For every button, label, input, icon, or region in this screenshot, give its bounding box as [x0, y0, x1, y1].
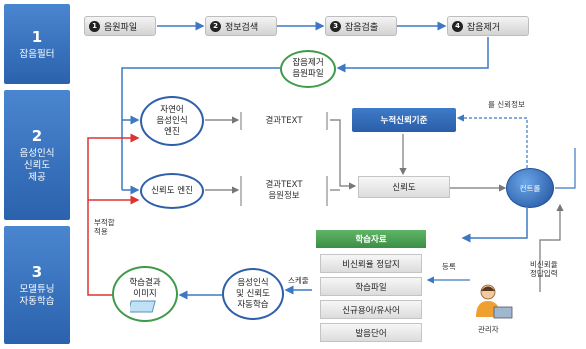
step-2-label: 정보검색	[225, 22, 259, 33]
step-2-number: 2	[210, 20, 221, 32]
confidence-info-label: 를 신뢰정보	[488, 100, 525, 109]
step-3: 3 잡음검출	[325, 16, 397, 36]
step-1: 1 음원파일	[84, 16, 156, 36]
learning-item-training-file: 학습파일	[320, 277, 422, 296]
step-4-number: 4	[452, 20, 463, 32]
stage-3-block: 3 모델튜닝 자동학습	[4, 226, 70, 344]
stage-1-block: 1 잡음필터	[4, 4, 70, 84]
stage-1-label: 잡음필터	[19, 48, 55, 60]
stage-2-block: 2 음성인식 신뢰도 제공	[4, 90, 70, 220]
stage-2-label: 음성인식 신뢰도 제공	[19, 147, 55, 183]
step-4: 4 잡음제거	[447, 16, 529, 36]
learning-item-new-terms: 신규용어/유사어	[320, 300, 422, 319]
learning-result-image-icon	[130, 300, 156, 313]
cumulative-confidence-node: 누적신뢰기준	[352, 108, 456, 132]
confidence-engine-node: 신뢰도 엔진	[140, 173, 204, 209]
auto-learning-node: 음성인식 및 신뢰도 자동학습	[222, 268, 284, 320]
arrow-manager-to-control	[539, 203, 564, 292]
learning-item-pronunciation: 발음단어	[320, 323, 422, 342]
manager-person-icon	[476, 284, 513, 319]
arrow-result-to-confidence	[330, 119, 357, 190]
step-1-number: 1	[89, 20, 100, 32]
control-node: 컨트롤	[506, 168, 554, 208]
step-4-label: 잡음제거	[467, 22, 501, 33]
line-right-feedback	[555, 148, 576, 189]
learning-item-answer-sheet: 비신뢰율 정답지	[320, 254, 422, 273]
register-label: 등록	[442, 262, 456, 271]
stage-1-number: 1	[31, 27, 43, 46]
manager-label: 관리자	[478, 325, 499, 334]
stage-3-number: 3	[31, 262, 43, 281]
arrow-step4-noise-removed	[336, 37, 489, 73]
schedule-label: 스케줄	[288, 276, 309, 285]
step-2: 2 정보검색	[205, 16, 277, 36]
confidence-node: 신뢰도	[358, 176, 450, 198]
stage-3-label: 모델튜닝 자동학습	[19, 283, 55, 307]
result-text-audio-node: 결과TEXT 음원정보	[240, 176, 328, 206]
noise-removed-node: 잡음제거 음원파일	[280, 50, 336, 88]
learning-data-title: 학습자료	[316, 230, 426, 248]
step-3-label: 잡음검출	[345, 22, 379, 33]
arrow-control-to-cumulative	[456, 114, 528, 168]
step-1-label: 음원파일	[104, 22, 138, 33]
learning-result-node: 학습결과 이미지	[112, 266, 178, 322]
arrow-control-to-learning	[461, 208, 528, 243]
learning-data-panel: 학습자료 비신뢰율 정답지 학습파일 신규용어/유사어 발음단어	[316, 230, 426, 346]
red-feedback-path	[87, 133, 140, 296]
input-answer-label: 비신뢰율 정답입력	[530, 260, 558, 278]
line-noise-removed-left	[121, 67, 280, 190]
stage-2-number: 2	[31, 126, 43, 145]
result-text-node: 결과TEXT	[240, 112, 328, 130]
nonconformance-label: 부적합 적용	[94, 218, 115, 236]
step-3-number: 3	[330, 20, 341, 32]
learning-result-label: 학습결과 이미지	[129, 278, 161, 299]
asr-engine-node: 자연어 음성인식 엔진	[140, 96, 204, 146]
